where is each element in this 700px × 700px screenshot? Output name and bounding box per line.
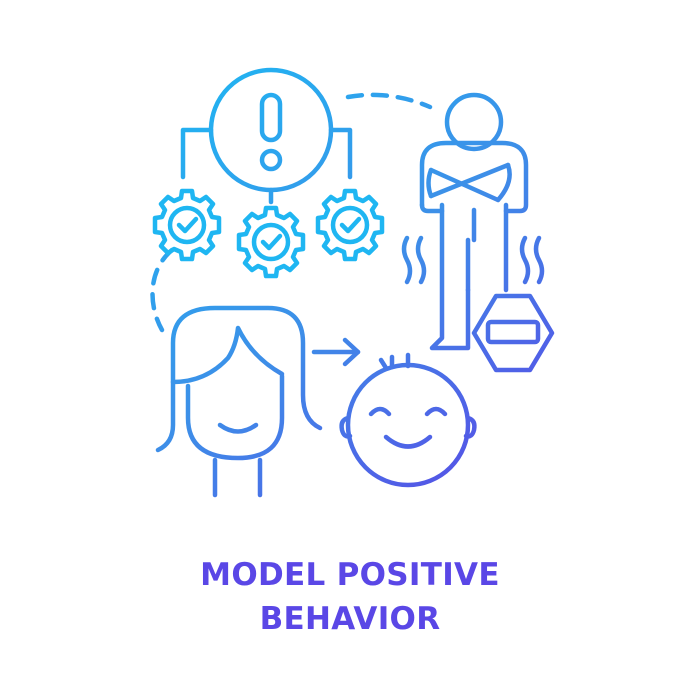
caption: MODEL POSITIVE BEHAVIOR: [0, 553, 700, 641]
crossed-arms-person-icon: [419, 92, 529, 351]
exclamation-icon: [208, 67, 334, 193]
connector-lines: [180, 127, 353, 205]
minus-hexagon-icon: [471, 293, 555, 373]
gear-check-icon: [152, 188, 222, 262]
caption-line-1: MODEL POSITIVE: [200, 557, 500, 593]
gear-check-icon: [236, 205, 306, 279]
arrow-right-icon: [311, 337, 361, 367]
dashed-arc-left: [150, 247, 175, 333]
woman-face-icon: [155, 305, 323, 498]
gear-check-icon: [315, 188, 385, 262]
baby-face-icon: [339, 352, 477, 488]
caption-line-2: BEHAVIOR: [259, 601, 441, 637]
shake-lines: [401, 235, 545, 285]
dashed-arc-top: [345, 92, 433, 110]
